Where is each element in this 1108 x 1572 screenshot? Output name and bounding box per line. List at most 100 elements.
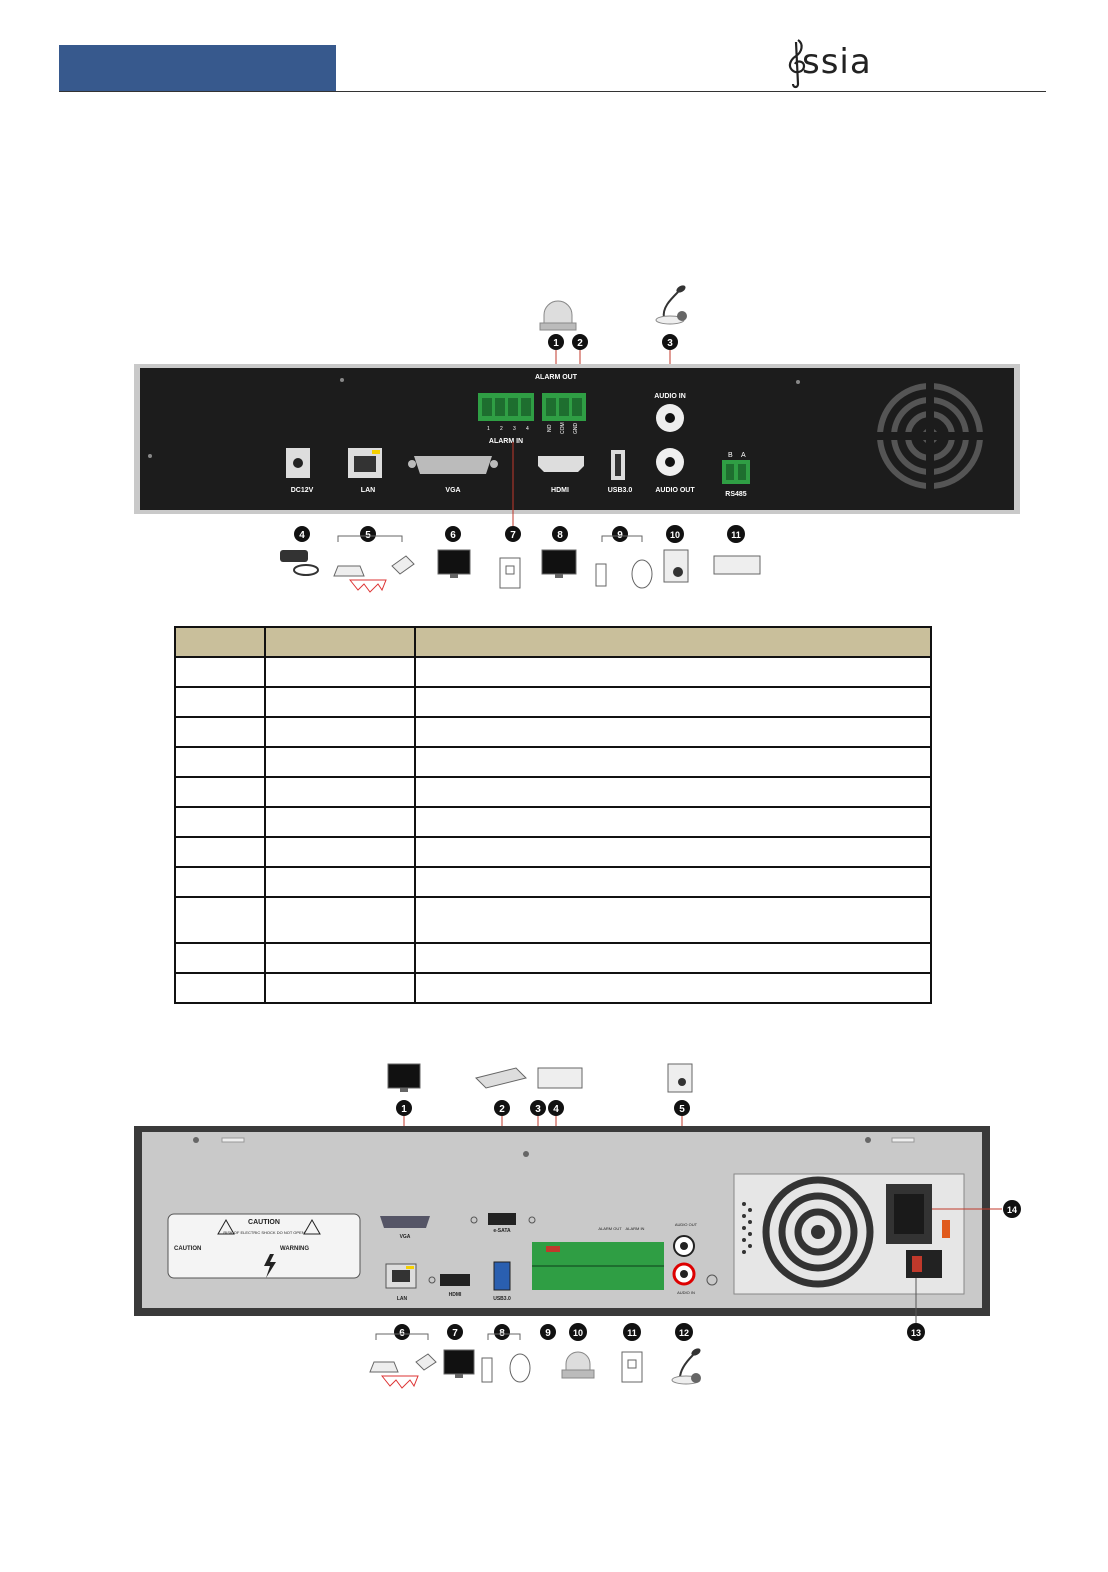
table-row — [174, 836, 932, 868]
svg-text:CAUTION: CAUTION — [174, 1246, 201, 1252]
rear-panel-figure-1: 1 2 3 ALARM OUT 1 2 3 4 NO C — [130, 280, 1030, 600]
svg-text:4: 4 — [553, 1104, 559, 1115]
svg-text:2: 2 — [500, 426, 503, 432]
callout-5: 5 — [360, 526, 376, 542]
callout-13: 13 — [907, 1323, 925, 1341]
mouse-icon — [509, 1353, 531, 1383]
hdmi-label: HDMI — [449, 1292, 462, 1298]
esata-label: e-SATA — [493, 1228, 511, 1234]
table-row — [174, 972, 932, 1004]
mouse-icon — [631, 559, 653, 589]
hdmi-port[interactable] — [440, 1274, 470, 1286]
hdmi-port[interactable] — [538, 456, 584, 472]
table-row — [174, 776, 932, 808]
svg-text:13: 13 — [911, 1328, 921, 1338]
callout-11: 11 — [623, 1323, 641, 1341]
vga-label: VGA — [400, 1234, 411, 1240]
alarm-sensor-icon — [621, 1351, 643, 1383]
alarm-out-label: ALARM OUT — [598, 1226, 622, 1231]
audio-out-label: AUDIO OUT — [675, 1222, 698, 1227]
voltage-selector[interactable] — [942, 1220, 950, 1238]
alarm-in-label: ALARM IN — [626, 1226, 645, 1231]
alarm-light-icon — [561, 1351, 595, 1379]
vent-holes — [742, 1202, 752, 1254]
table-row — [174, 806, 932, 838]
rs485-label: RS485 — [725, 491, 747, 498]
usb-label: USB3.0 — [608, 487, 633, 494]
svg-text:B: B — [728, 452, 733, 459]
svg-text:4: 4 — [299, 530, 305, 541]
callout-14: 14 — [1003, 1200, 1021, 1218]
ptz-keyboard-icon — [537, 1067, 583, 1089]
table-header-name — [264, 626, 416, 658]
alarm-light-icon — [539, 300, 577, 331]
callout-12: 12 — [675, 1323, 693, 1341]
panel-body — [140, 368, 1014, 510]
table-row — [174, 942, 932, 974]
svg-text:1: 1 — [487, 426, 490, 432]
callout-3: 3 — [530, 1100, 546, 1116]
table-row — [174, 866, 932, 898]
treble-clef-icon — [788, 39, 806, 89]
callout-6: 6 — [445, 526, 461, 542]
table-header-row — [174, 626, 932, 658]
callout-10: 10 — [569, 1323, 587, 1341]
vga-port[interactable] — [414, 456, 492, 474]
svg-text:14: 14 — [1007, 1205, 1017, 1215]
router-icon — [369, 1353, 437, 1389]
usb-drive-icon — [481, 1357, 493, 1383]
callout-4: 4 — [294, 526, 310, 542]
svg-text:WARNING: WARNING — [280, 1246, 309, 1252]
power-switch[interactable] — [906, 1250, 942, 1278]
fan-grille — [762, 1176, 874, 1288]
svg-text:9: 9 — [545, 1328, 551, 1339]
svg-text:2: 2 — [577, 338, 583, 349]
usb-drive-icon — [595, 563, 607, 587]
audio-in-label: AUDIO IN — [677, 1290, 695, 1295]
callout-10: 10 — [666, 525, 684, 543]
callout-8: 8 — [494, 1324, 510, 1340]
callout-2: 2 — [494, 1100, 510, 1116]
microphone-icon — [671, 1348, 701, 1385]
callout-6: 6 — [394, 1324, 410, 1340]
vga-port[interactable] — [380, 1216, 430, 1228]
table-row — [174, 716, 932, 748]
ground-icon — [706, 1274, 718, 1286]
interface-table — [174, 626, 932, 1004]
table-header-description — [414, 626, 932, 658]
callout-8: 8 — [552, 526, 568, 542]
lan-label: LAN — [397, 1296, 408, 1302]
svg-text:7: 7 — [452, 1328, 458, 1339]
alarm-out-label: ALARM OUT — [535, 374, 578, 381]
power-adapter-icon — [280, 550, 319, 576]
svg-text:1: 1 — [553, 338, 559, 349]
svg-text:NO: NO — [547, 424, 553, 432]
svg-text:11: 11 — [731, 530, 741, 540]
svg-text:6: 6 — [450, 530, 456, 541]
svg-text:3: 3 — [667, 338, 673, 349]
table-row — [174, 746, 932, 778]
svg-text:10: 10 — [670, 530, 680, 540]
svg-text:4: 4 — [526, 426, 529, 432]
caution-label: CAUTION RISK OF ELECTRIC SHOCK DO NOT OP… — [167, 1213, 361, 1279]
rear-panel-figure-2: 1 2 3 4 5 CAUTION RISK OF ELECTRIC SHOCK… — [130, 1056, 1030, 1406]
svg-text:12: 12 — [679, 1328, 689, 1338]
alarm-in-label: ALARM IN — [489, 438, 523, 445]
svg-text:2: 2 — [499, 1104, 505, 1115]
monitor-icon-2 — [443, 1349, 475, 1378]
table-header-no — [174, 626, 266, 658]
usb-port[interactable] — [493, 1261, 511, 1291]
monitor-icon-2 — [541, 549, 577, 578]
svg-text:7: 7 — [510, 530, 516, 541]
svg-text:3: 3 — [535, 1104, 541, 1115]
svg-text:GND: GND — [573, 423, 579, 435]
callout-7: 7 — [447, 1324, 463, 1340]
svg-text:3: 3 — [513, 426, 516, 432]
table-row — [174, 686, 932, 718]
callout-7: 7 — [505, 526, 521, 542]
ossia-logo: ssia — [784, 36, 894, 90]
microphone-icon — [655, 285, 687, 325]
table-row — [174, 656, 932, 688]
esata-port[interactable] — [488, 1213, 516, 1225]
svg-text:11: 11 — [627, 1328, 637, 1338]
